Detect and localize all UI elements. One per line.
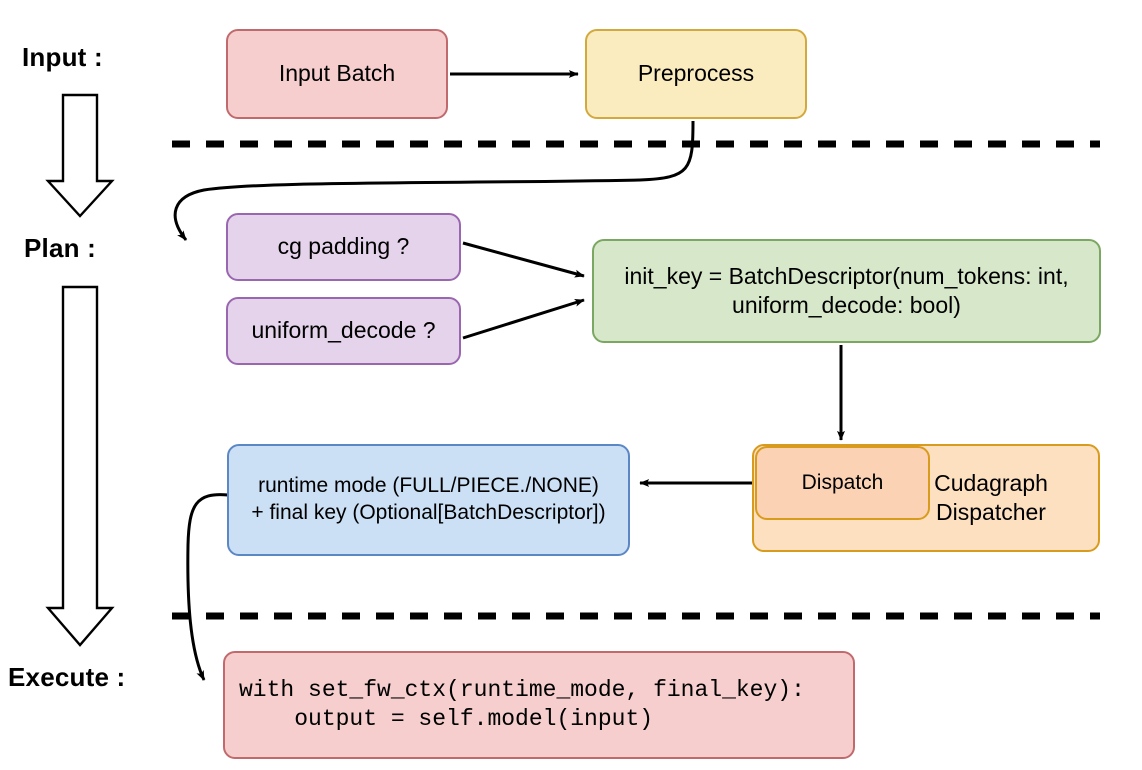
node-input-batch[interactable]: Input Batch: [226, 29, 448, 119]
node-preprocess[interactable]: Preprocess: [585, 29, 807, 119]
node-execute-code[interactable]: with set_fw_ctx(runtime_mode, final_key)…: [223, 651, 855, 759]
stage-arrow-input-to-plan: [45, 93, 115, 218]
node-cg-padding-label: cg padding ?: [277, 233, 410, 260]
edge-runtimemode-to-execute: [186, 493, 229, 681]
node-input-batch-label: Input Batch: [278, 60, 396, 87]
node-dispatch-label: Dispatch: [801, 470, 884, 494]
node-cg-padding[interactable]: cg padding ?: [226, 213, 461, 281]
stage-label-input: Input :: [22, 42, 103, 72]
node-init-key[interactable]: init_key = BatchDescriptor(num_tokens: i…: [592, 239, 1101, 343]
node-runtime-mode[interactable]: runtime mode (FULL/PIECE./NONE) + final …: [227, 444, 630, 556]
edge-uniformdecode-to-initkey: [462, 298, 585, 340]
edge-cgpadding-to-initkey: [462, 241, 585, 278]
node-execute-code-label: with set_fw_ctx(runtime_mode, final_key)…: [239, 676, 805, 732]
node-uniform-decode-label: uniform_decode ?: [251, 317, 436, 344]
stage-label-execute: Execute :: [8, 662, 126, 692]
node-init-key-label: init_key = BatchDescriptor(num_tokens: i…: [624, 262, 1069, 318]
node-dispatch[interactable]: Dispatch: [755, 446, 930, 520]
node-uniform-decode[interactable]: uniform_decode ?: [226, 297, 461, 365]
node-runtime-mode-label: runtime mode (FULL/PIECE./NONE) + final …: [251, 474, 606, 524]
node-preprocess-label: Preprocess: [637, 60, 755, 87]
stage-arrow-plan-to-execute: [45, 285, 115, 647]
stage-label-plan: Plan :: [24, 233, 96, 263]
node-cudagraph-dispatcher-label: Cudagraph Dispatcher: [934, 469, 1048, 525]
